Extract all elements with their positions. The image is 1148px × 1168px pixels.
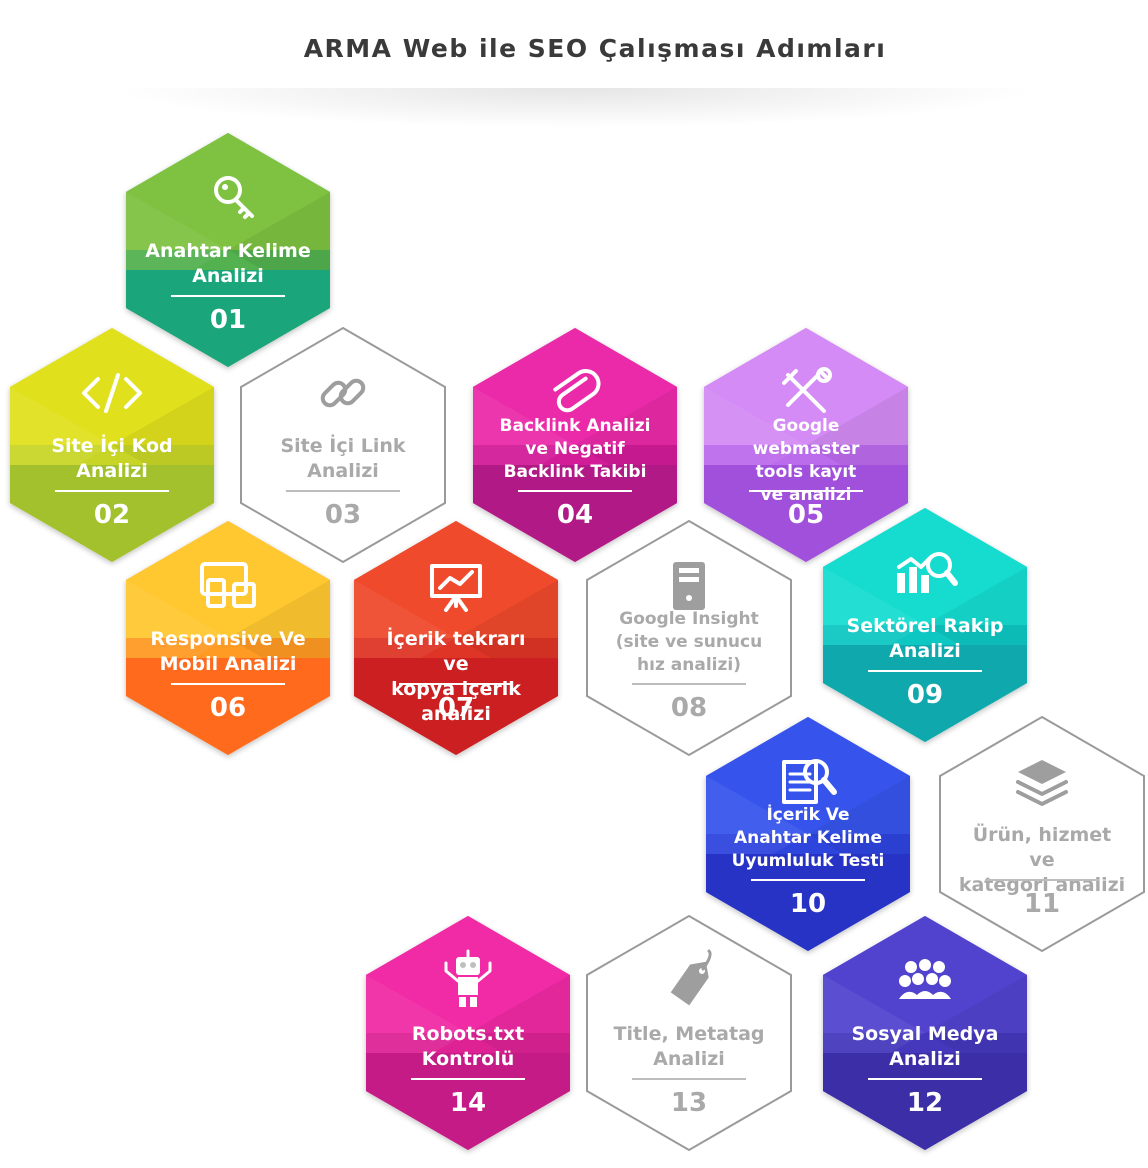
step-label-line: Title, Metatag <box>613 1023 765 1045</box>
hexagon-08 <box>586 519 792 757</box>
paperclip-icon <box>553 369 601 413</box>
step-divider <box>632 1078 746 1080</box>
chart-search-icon <box>897 552 958 593</box>
step-label-line: Site İçi Kod <box>51 435 173 457</box>
layers-icon <box>1016 760 1068 806</box>
step-number: 07 <box>437 693 475 723</box>
step-divider <box>399 683 513 685</box>
step-label-line: Mobil Analizi <box>159 653 297 675</box>
step-label-line: Kontrolü <box>421 1048 515 1070</box>
step-number: 13 <box>670 1088 708 1118</box>
step-number: 14 <box>449 1088 487 1118</box>
step-divider <box>985 879 1099 881</box>
step-label-line: Anahtar Kelime <box>145 240 311 262</box>
page-title: ARMA Web ile SEO Çalışması Adımları <box>303 34 887 63</box>
step-label-line: Sektörel Rakip <box>846 615 1004 637</box>
document-search-icon <box>782 759 837 804</box>
step-label-line: Robots.txt <box>411 1023 525 1045</box>
step-label-line: Analizi <box>192 265 264 287</box>
tools-icon <box>782 367 832 413</box>
step-divider <box>55 490 169 492</box>
step-divider <box>411 1078 525 1080</box>
step-divider <box>749 490 863 492</box>
step-label-line: tools kayıt <box>755 462 857 482</box>
step-divider <box>751 879 865 881</box>
step-divider <box>171 295 285 297</box>
step-label-line: hız analizi) <box>637 655 741 675</box>
step-label-line: Anahtar Kelime <box>733 828 883 848</box>
step-label-line: Sosyal Medya <box>851 1023 999 1045</box>
step-label-line: İçerik tekrarı ve <box>386 628 526 675</box>
devices-icon <box>200 562 256 608</box>
step-label-line: İçerik Ve <box>766 805 850 825</box>
step-number: 08 <box>670 693 708 723</box>
link-icon <box>320 378 366 408</box>
step-label-line: Responsive Ve <box>150 628 306 650</box>
step-number: 10 <box>789 889 827 919</box>
step-divider <box>632 683 746 685</box>
step-divider <box>286 490 400 492</box>
step-divider <box>868 670 982 672</box>
step-label: Google Insight (site ve sunucu hız analizi… <box>604 608 774 677</box>
step-number: 05 <box>787 500 825 530</box>
step-label-line: Site İçi Link <box>280 435 406 457</box>
key-icon <box>214 176 254 219</box>
step-label-line: Backlink Analizi <box>499 416 651 436</box>
hexagon-12 <box>823 916 1027 1150</box>
hexagon-03 <box>240 326 446 564</box>
hexagon-02 <box>10 328 214 562</box>
step-number: 03 <box>324 500 362 530</box>
step-number: 11 <box>1023 889 1061 919</box>
people-icon <box>899 959 951 999</box>
step-label-line: Backlink Takibi <box>503 462 647 482</box>
step-divider <box>171 683 285 685</box>
hexagon-13 <box>586 914 792 1152</box>
step-number: 01 <box>209 305 247 335</box>
step-label-line: Google Insight <box>619 609 759 629</box>
step-label-line: Analizi <box>889 640 961 662</box>
step-label-line: Analizi <box>653 1048 725 1070</box>
hexagon-10 <box>706 717 910 951</box>
step-divider <box>518 490 632 492</box>
code-icon <box>82 373 142 413</box>
server-icon <box>673 562 705 610</box>
step-number: 06 <box>209 693 247 723</box>
step-number: 12 <box>906 1088 944 1118</box>
step-label-line: (site ve sunucu <box>615 632 763 652</box>
step-label-line: Analizi <box>889 1048 961 1070</box>
step-label: Responsive Ve Mobil Analizi <box>143 627 313 677</box>
step-divider <box>868 1078 982 1080</box>
step-label-line: Analizi <box>76 460 148 482</box>
title-shadow <box>110 88 1040 128</box>
hexagon-01 <box>126 133 330 367</box>
hexagon-11 <box>939 715 1145 953</box>
hexagon-06 <box>126 521 330 755</box>
robot-icon <box>444 949 492 1007</box>
presentation-icon <box>430 564 482 612</box>
step-label-line: Google webmaster <box>752 416 860 459</box>
hexagon-09 <box>823 508 1027 742</box>
step-number: 09 <box>906 680 944 710</box>
step-number: 02 <box>93 500 131 530</box>
step-number: 04 <box>556 500 594 530</box>
tag-icon <box>670 949 712 1006</box>
step-label-line: Uyumluluk Testi <box>731 851 885 871</box>
step-label-line: Analizi <box>307 460 379 482</box>
step-label-line: Ürün, hizmet ve <box>972 824 1112 871</box>
step-label-line: ve Negatif <box>525 439 625 459</box>
